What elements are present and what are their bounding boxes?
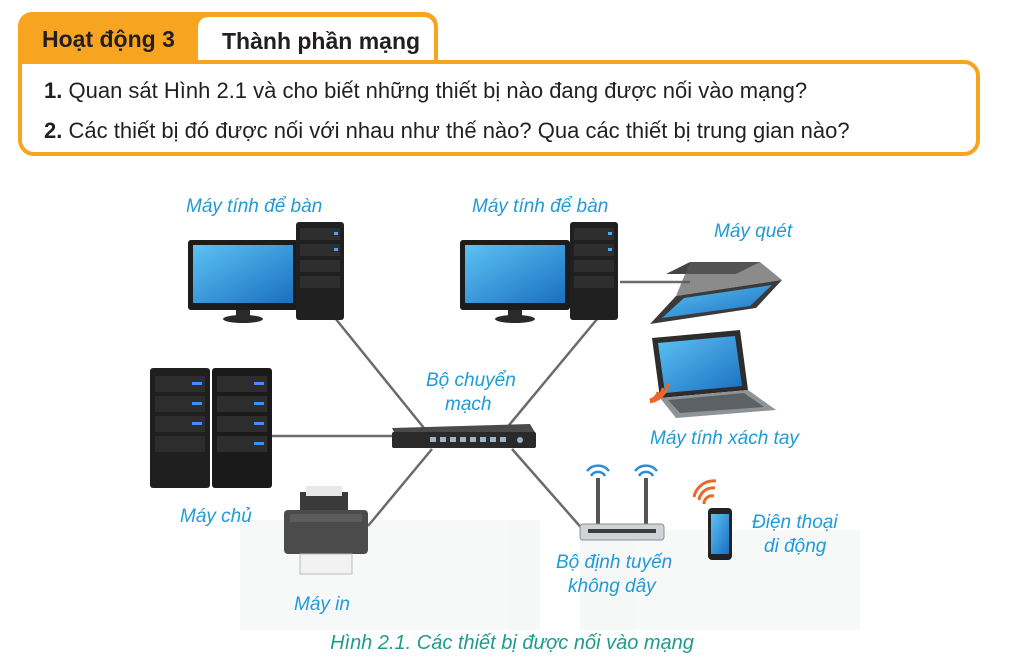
question-2-number: 2. [44, 118, 63, 143]
label-laptop: Máy tính xách tay [650, 428, 800, 449]
desktop-left-icon [188, 222, 344, 323]
printer-icon [284, 486, 368, 575]
activity-tab: Hoạt động 3 Thành phần mạng [18, 12, 438, 75]
desktop-right-icon [460, 222, 618, 323]
label-router-line2: không dây [568, 576, 657, 597]
activity-label: Hoạt động 3 [42, 26, 175, 52]
cable-printer [367, 448, 433, 527]
activity-title: Thành phần mạng [222, 28, 421, 54]
laptop-icon [652, 330, 776, 418]
question-1: 1. Quan sát Hình 2.1 và cho biết những t… [44, 78, 807, 104]
router-icon [579, 478, 665, 541]
label-printer: Máy in [294, 594, 350, 615]
label-desktop-right: Máy tính để bàn [472, 196, 608, 217]
network-diagram: Máy tính để bàn Máy tính để bàn Máy quét… [150, 196, 860, 630]
label-desktop-left: Máy tính để bàn [186, 196, 322, 217]
cable-desktop-left [334, 317, 429, 434]
questions-box: 1. Quan sát Hình 2.1 và cho biết những t… [18, 60, 980, 156]
switch-icon [392, 424, 536, 448]
label-phone-line1: Điện thoại [752, 512, 838, 533]
label-phone-line2: di động [764, 536, 827, 557]
question-2-text: Các thiết bị đó được nối với nhau như th… [68, 118, 850, 143]
label-switch-line2: mạch [445, 394, 491, 415]
phone-icon [708, 508, 732, 560]
scanner-icon [650, 262, 782, 324]
question-1-number: 1. [44, 78, 63, 103]
cable-router [511, 448, 586, 533]
label-scanner: Máy quét [714, 221, 793, 242]
question-1-text: Quan sát Hình 2.1 và cho biết những thiế… [68, 78, 808, 103]
phone-wifi-icon [692, 479, 717, 505]
router-wifi-icon [586, 464, 658, 477]
cable-desktop-right [504, 317, 599, 431]
question-2: 2. Các thiết bị đó được nối với nhau như… [44, 118, 850, 144]
label-router-line1: Bộ định tuyến [556, 552, 672, 573]
label-switch-line1: Bộ chuyển [426, 370, 516, 391]
laptop-wifi-icon [649, 383, 670, 404]
label-server: Máy chủ [180, 506, 252, 527]
figure-caption: Hình 2.1. Các thiết bị được nối vào mạng [330, 632, 694, 654]
network-cables [270, 280, 690, 533]
server-icon [150, 368, 272, 488]
